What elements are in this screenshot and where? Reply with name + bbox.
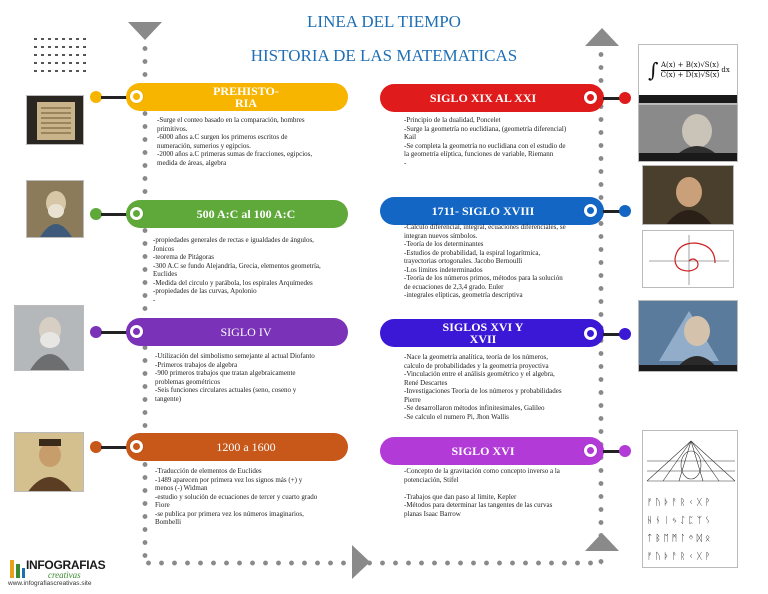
perspective-symbols-image: ᚠ ᚢ ᚦ ᚨ ᚱ ᚲ ᚷ ᚹ ᚺ ᚾ ᛁ ᛃ ᛇ ᛈ ᛉ ᛊ ᛏ ᛒ ᛖ ᛗ … — [642, 430, 738, 568]
s1617-label: SIGLOS XVI Y XVII — [380, 319, 604, 347]
formula-dx: dx — [721, 66, 730, 74]
s16-connector — [603, 450, 621, 453]
prehistoria-bullet — [90, 91, 102, 103]
s1617-ring — [584, 327, 597, 340]
number-grid-image — [34, 38, 86, 72]
ac-ring — [130, 207, 143, 220]
arrow-down-icon — [128, 22, 162, 40]
siglo4-bullet — [90, 326, 102, 338]
integral-sign: ∫ — [648, 58, 659, 82]
arrow-up-icon — [585, 28, 619, 46]
formula-denominator: C(x) + D(x)√S(x) — [660, 70, 720, 79]
prehistoria-label: PREHISTO- RIA — [126, 83, 348, 111]
brand-name: INFOGRAFIAS — [26, 558, 106, 572]
s1711-connector — [603, 210, 621, 213]
diophantus-portrait-photo — [14, 305, 84, 371]
timeline-right-track — [598, 48, 604, 564]
arrow-right-icon — [352, 545, 370, 579]
siglo4-text: -Utilización del simbolismo semejante al… — [155, 352, 315, 403]
s16-label: SIGLO XVI — [380, 437, 604, 465]
formula-numerator: A(x) + B(x)√S(x) — [660, 60, 719, 71]
s19-text: -Principio de la dualidad, Poncelet -Sur… — [404, 116, 567, 167]
s19-label: SIGLO XIX AL XXI — [380, 84, 604, 112]
s16-text: -Concepto de la gravitación como concept… — [404, 467, 560, 518]
s1711-bullet — [619, 205, 631, 217]
p1200-connector — [101, 446, 127, 449]
ac-text: -propiedades generales de rectas e igual… — [153, 236, 321, 304]
p1200-ring — [130, 440, 143, 453]
s19-ring — [584, 91, 597, 104]
egyptian-papyrus-photo — [26, 95, 84, 145]
s1617-connector — [603, 333, 621, 336]
s1617-bullet — [619, 328, 631, 340]
s1617-text: -Nace la geometría analítica, teoría de … — [404, 353, 562, 421]
siglo4-connector — [101, 331, 127, 334]
ac-connector — [101, 213, 127, 216]
s1711-text: -Calculo diferencial, integral, ecuacion… — [404, 223, 566, 299]
s1711-label: 1711- SIGLO XVIII — [380, 197, 604, 225]
svg-text:ᛏ ᛒ ᛖ ᛗ ᛚ ᛜ ᛞ ᛟ: ᛏ ᛒ ᛖ ᛗ ᛚ ᛜ ᛞ ᛟ — [647, 533, 710, 544]
s16-bullet — [619, 445, 631, 457]
brand-tagline: creativas — [48, 570, 81, 580]
logarithmic-spiral-image — [642, 230, 734, 288]
s16-ring — [584, 444, 597, 457]
svg-text:ᚠ ᚢ ᚦ ᚨ ᚱ ᚲ ᚷ ᚹ: ᚠ ᚢ ᚦ ᚨ ᚱ ᚲ ᚷ ᚹ — [647, 551, 710, 562]
prehistoria-text: -Surge el conteo basado en la comparació… — [157, 116, 313, 167]
prehistoria-connector — [101, 96, 127, 99]
s19-connector — [603, 97, 621, 100]
p1200-text: -Traducción de elementos de Euclides -14… — [155, 467, 318, 526]
pythagoras-portrait-photo — [26, 180, 84, 238]
timeline-left-track — [142, 42, 148, 564]
p1200-label: 1200 a 1600 — [126, 433, 348, 461]
brand-url[interactable]: www.infografiascreativas.site — [8, 580, 92, 587]
siglo4-ring — [130, 325, 143, 338]
arrow-up-icon — [585, 533, 619, 551]
gauss-portrait-photo — [638, 104, 738, 162]
page-title: LINEA DEL TIEMPO — [307, 12, 461, 31]
infografias-logo: INFOGRAFIAS creativas www.infografiascre… — [8, 558, 108, 588]
renaissance-portrait-photo — [14, 432, 84, 492]
brand-icon — [10, 560, 25, 578]
timeline-bottom-track — [142, 560, 602, 566]
bernoulli-portrait-photo — [642, 165, 734, 225]
s1711-ring — [584, 204, 597, 217]
siglo4-label: SIGLO IV — [126, 318, 348, 346]
ac-label: 500 A:C al 100 A:C — [126, 200, 348, 228]
svg-text:ᚺ ᚾ ᛁ ᛃ ᛇ ᛈ ᛉ ᛊ: ᚺ ᚾ ᛁ ᛃ ᛇ ᛈ ᛉ ᛊ — [647, 515, 710, 526]
s19-bullet — [619, 92, 631, 104]
ac-bullet — [90, 208, 102, 220]
integral-formula-image: ∫ A(x) + B(x)√S(x) C(x) + D(x)√S(x) dx — [638, 44, 738, 104]
p1200-bullet — [90, 441, 102, 453]
descartes-geometry-image — [638, 300, 738, 372]
prehistoria-ring — [130, 90, 143, 103]
svg-text:ᚠ ᚢ ᚦ ᚨ ᚱ ᚲ ᚷ ᚹ: ᚠ ᚢ ᚦ ᚨ ᚱ ᚲ ᚷ ᚹ — [647, 497, 710, 508]
page-subtitle: HISTORIA DE LAS MATEMATICAS — [250, 46, 518, 65]
